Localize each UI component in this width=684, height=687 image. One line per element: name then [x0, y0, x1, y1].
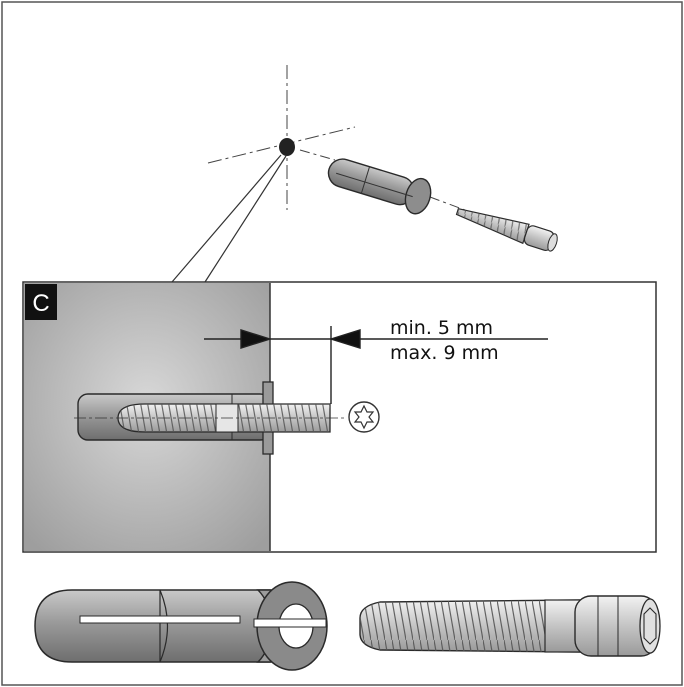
screw-in-anchor	[74, 403, 345, 433]
screw-small	[455, 207, 558, 252]
drilled-hole	[279, 138, 295, 156]
torx-icon	[348, 401, 380, 433]
anchor-large	[34, 581, 328, 671]
arrow-icon	[328, 329, 361, 349]
insertion-axis	[299, 149, 466, 211]
detail-panel: C min. 5 mm max. 9 mm	[22, 281, 657, 553]
dimension-indicator	[204, 326, 548, 404]
anchor-small	[327, 158, 432, 215]
callout-lines	[171, 154, 287, 283]
dimension-min-label: min. 5 mm	[390, 317, 493, 339]
screw-large	[359, 595, 661, 657]
dimension-max-label: max. 9 mm	[390, 342, 499, 364]
panel-label: C	[32, 290, 49, 317]
arrow-icon	[240, 329, 273, 349]
panel-label-box	[25, 284, 57, 320]
